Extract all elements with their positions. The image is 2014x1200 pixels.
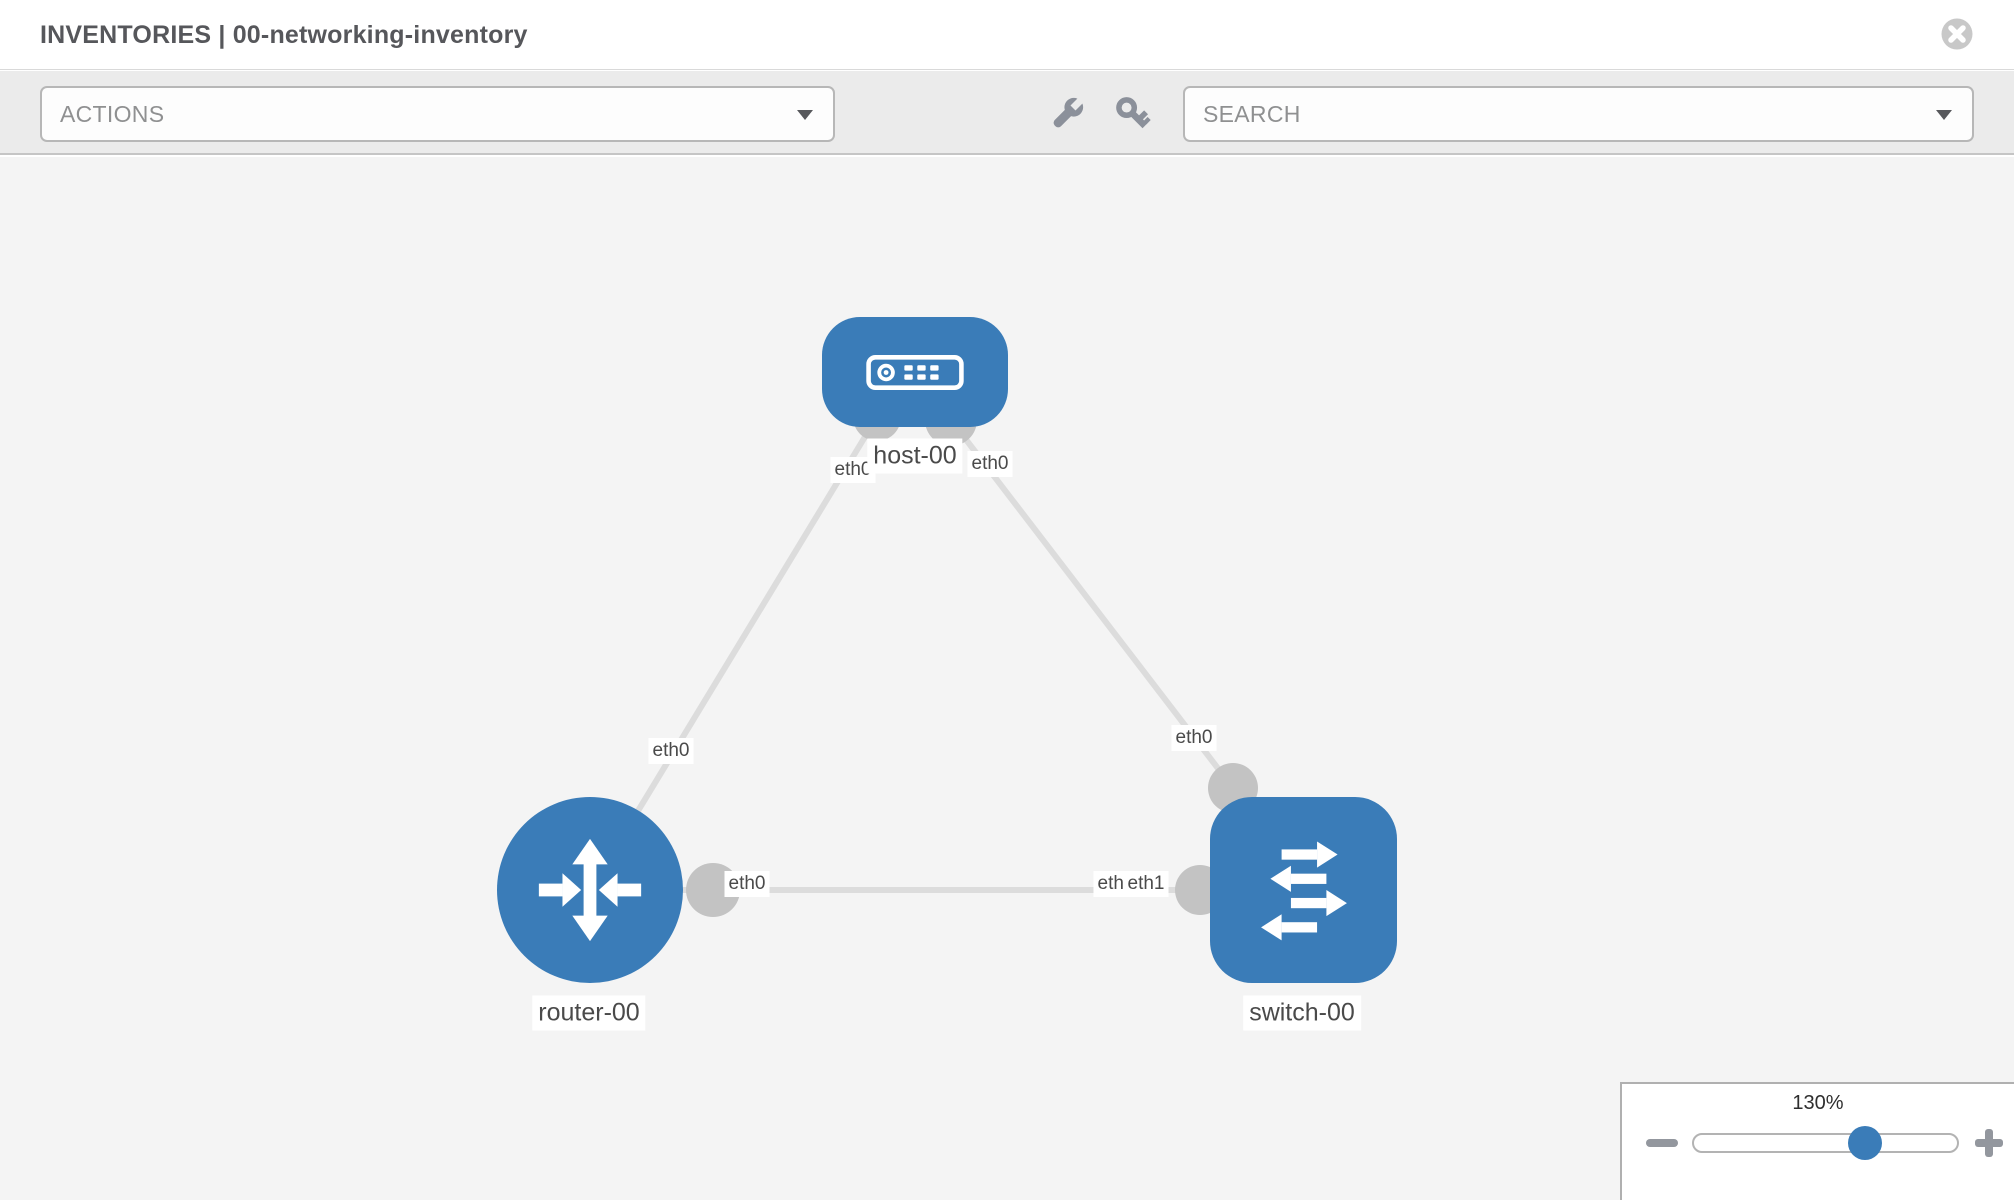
switch-arrows-icon <box>1260 841 1347 941</box>
topology-canvas[interactable]: host-00 router-00 switch-00 eth0 eth0 et… <box>0 157 2014 1200</box>
search-dropdown-label: SEARCH <box>1203 101 1301 127</box>
zoom-level-value: 130% <box>1792 1092 1844 1114</box>
header: INVENTORIES | 00-networking-inventory <box>0 0 2014 70</box>
node-label-switch: switch-00 <box>1243 995 1361 1031</box>
zoom-slider[interactable] <box>1692 1133 1959 1153</box>
interface-label: eth0 <box>1171 725 1217 751</box>
zoom-in-button[interactable] <box>1975 1129 2003 1157</box>
chevron-down-icon <box>797 110 813 120</box>
server-icon <box>866 354 964 390</box>
node-router-00[interactable] <box>497 797 683 983</box>
interface-label: eth0 <box>648 738 694 764</box>
interface-label: eth1 <box>1123 871 1169 897</box>
node-label-router: router-00 <box>532 995 646 1031</box>
key-button[interactable] <box>1112 93 1156 137</box>
router-arrows-icon <box>538 838 642 942</box>
zoom-out-button minus-icon[interactable] <box>1646 1139 1678 1147</box>
actions-dropdown[interactable]: ACTIONS <box>40 86 835 142</box>
interface-label: eth0 <box>724 871 770 897</box>
interface-label: eth0 <box>830 457 876 483</box>
actions-dropdown-label: ACTIONS <box>60 101 165 127</box>
zoom-control-panel: 130% <box>1620 1082 2014 1200</box>
toolbar: ACTIONS SEARC <box>0 71 2014 155</box>
node-switch-00[interactable] <box>1210 797 1397 983</box>
interface-label: eth0 <box>967 451 1013 477</box>
tools-button[interactable] <box>1044 93 1088 137</box>
search-dropdown[interactable]: SEARCH <box>1183 86 1974 142</box>
chevron-down-icon <box>1936 110 1952 120</box>
close-button[interactable] <box>1941 18 1973 50</box>
plus-icon <box>1985 1129 1993 1157</box>
close-icon <box>1941 18 1973 50</box>
wrench-icon <box>1053 95 1086 128</box>
node-label-host: host-00 <box>867 438 963 474</box>
key-icon <box>1116 97 1151 129</box>
zoom-slider-thumb[interactable] <box>1848 1126 1882 1160</box>
node-host-00[interactable] <box>822 317 1008 427</box>
page-title: INVENTORIES | 00-networking-inventory <box>40 21 528 49</box>
